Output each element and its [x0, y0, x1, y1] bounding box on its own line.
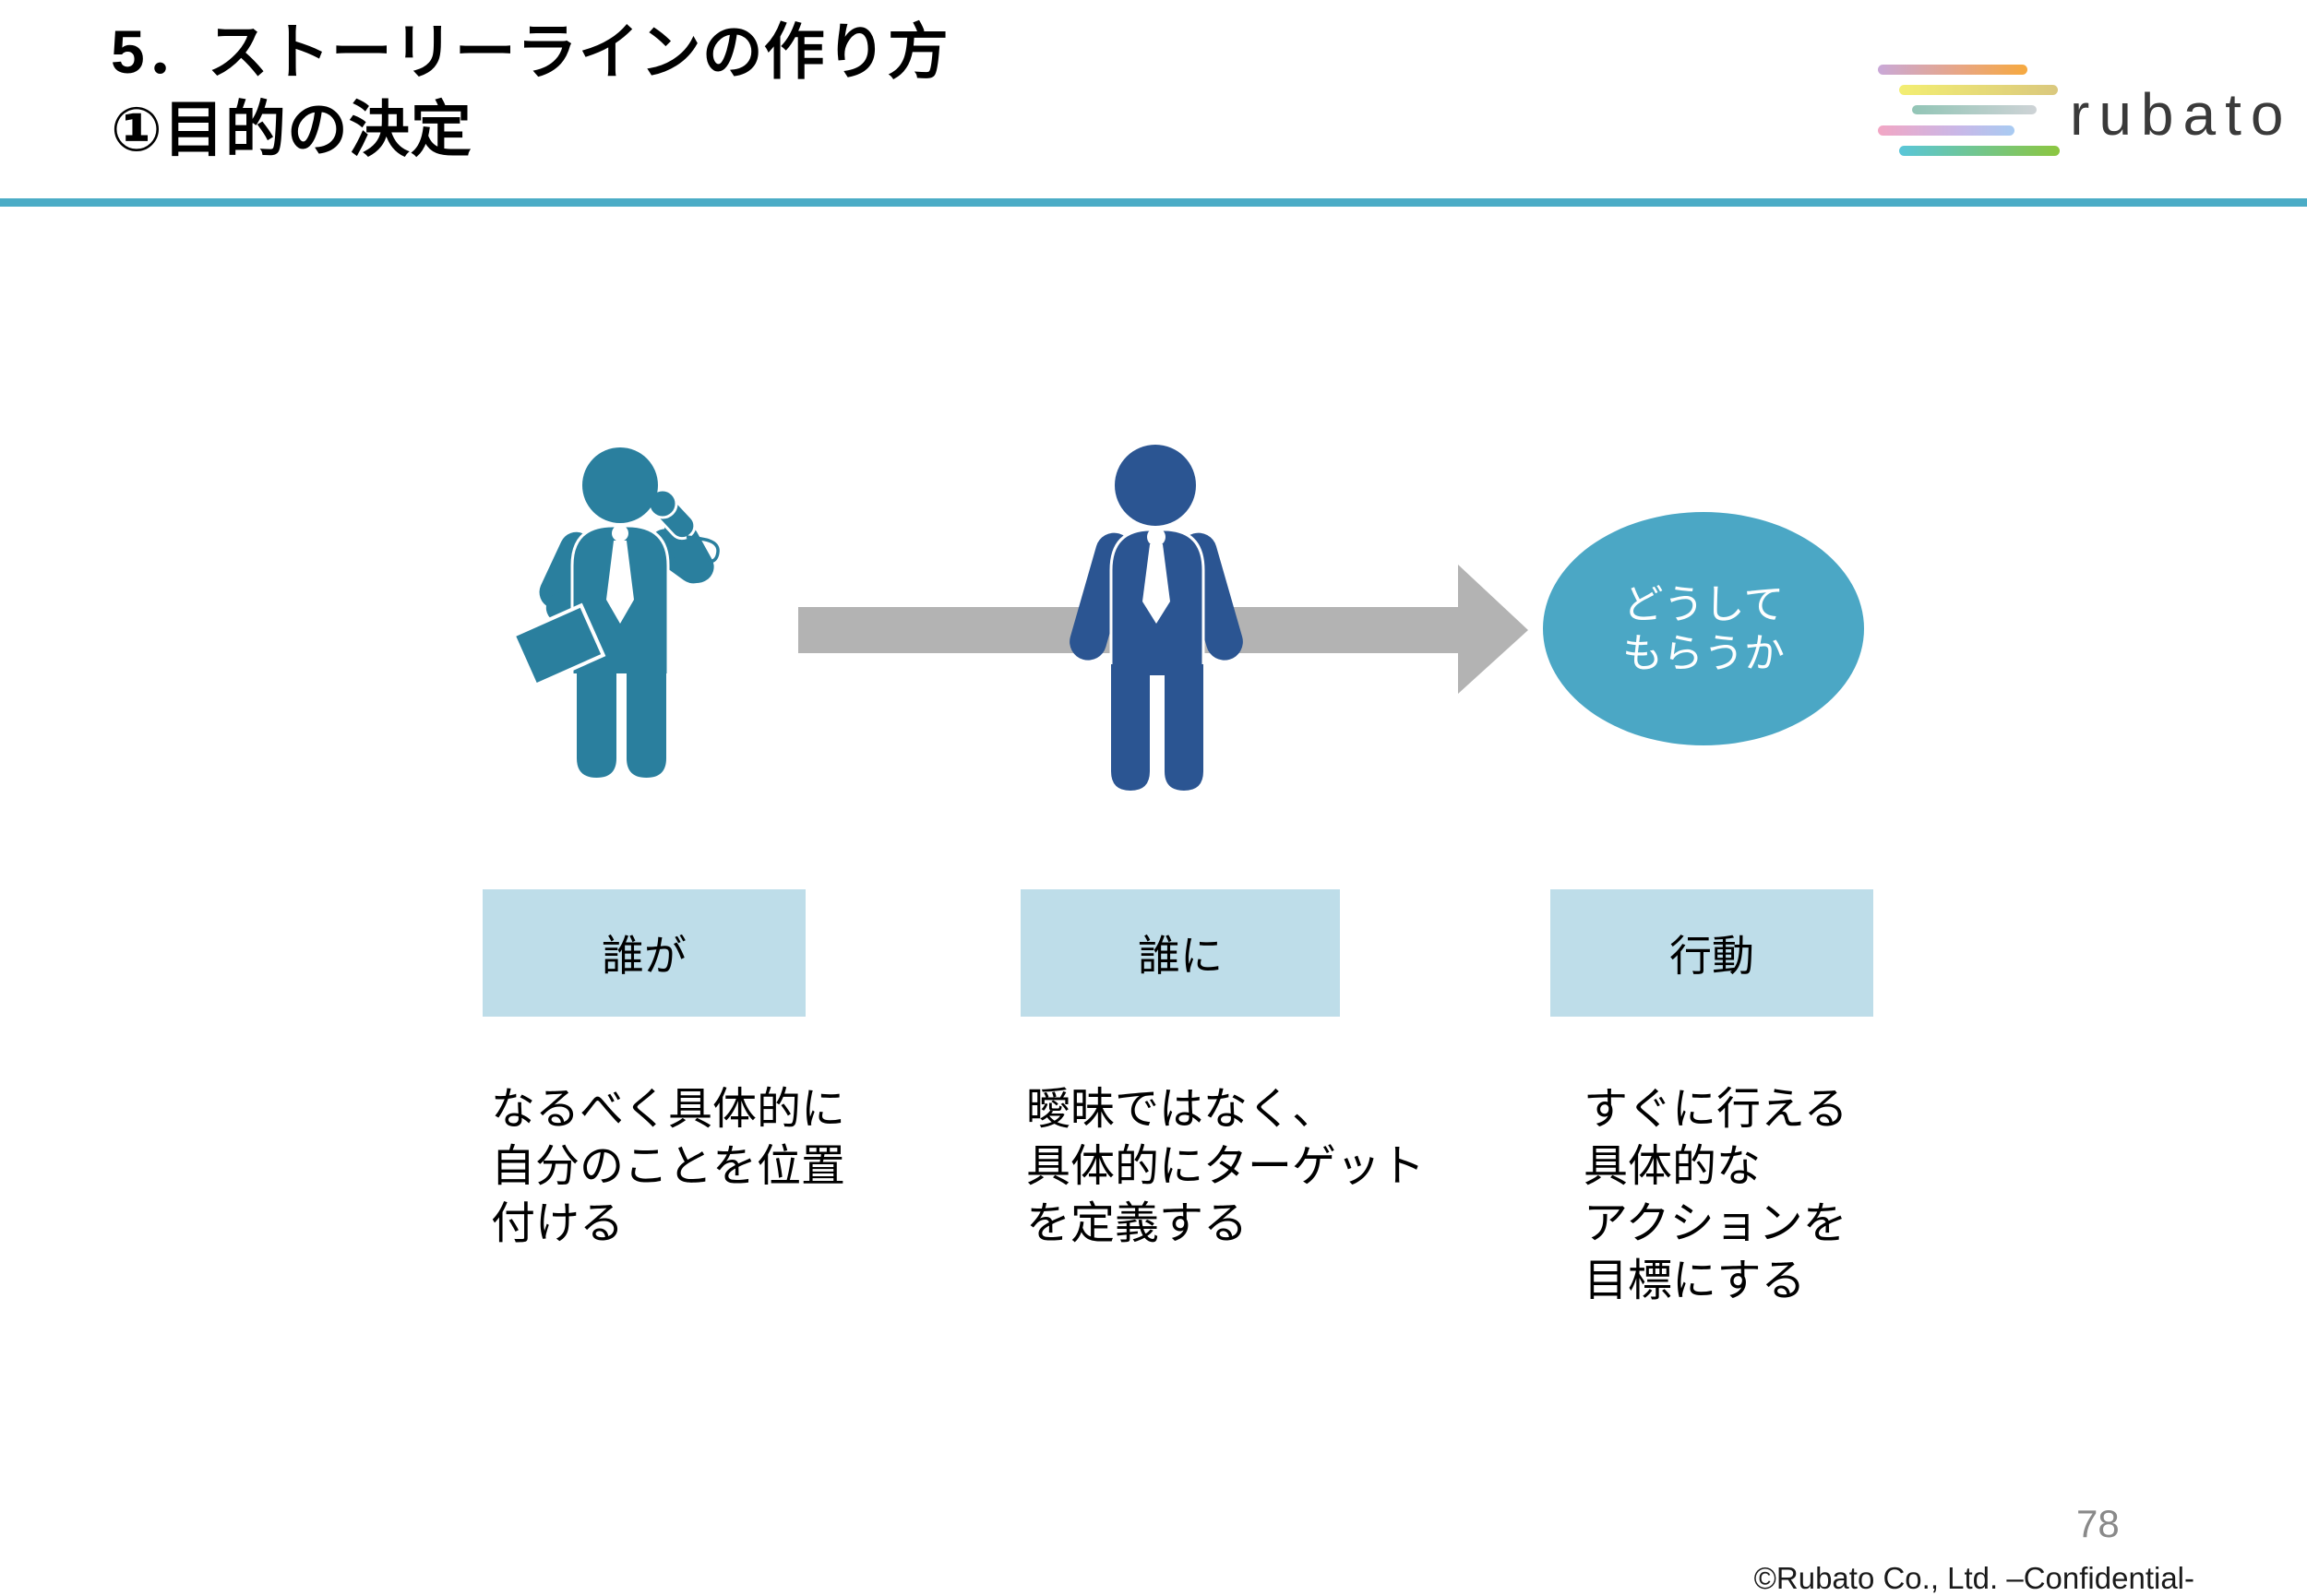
label-box-action: 行動 — [1550, 889, 1873, 1017]
logo-bar-1 — [1878, 65, 2027, 75]
label-box-who: 誰が — [483, 889, 806, 1017]
label-box-to-whom: 誰に — [1021, 889, 1340, 1017]
description-to-whom: 曖昧ではなく、 具体的にターゲット を定義する — [1026, 1085, 1426, 1248]
label-box-action-text: 行動 — [1669, 932, 1754, 980]
description-action: すぐに行える 具体的な アクションを 目標にする — [1584, 1085, 1848, 1305]
header-divider — [0, 198, 2307, 207]
logo-bar-5 — [1899, 146, 2060, 156]
description-who: なるべく具体的に 自分のことを位置 付ける — [491, 1085, 846, 1248]
businessman-with-microphone-icon — [511, 447, 720, 778]
page-title: 5．ストーリーラインの作り方 ①目的の決定 — [111, 13, 950, 168]
goal-ellipse: どうして もらうか — [1543, 512, 1864, 745]
rubato-logo-text: rubato — [2070, 81, 2293, 148]
label-box-who-text: 誰が — [602, 932, 687, 980]
page-title-line2: ①目的の決定 — [111, 95, 472, 163]
label-box-to-whom-text: 誰に — [1138, 932, 1223, 980]
rubato-logo: rubato — [1873, 55, 2289, 166]
businessman-standing-icon — [1070, 445, 1243, 791]
goal-ellipse-label: どうして もらうか — [1622, 581, 1785, 676]
page-number: 78 — [2076, 1502, 2120, 1545]
logo-bar-2 — [1899, 85, 2058, 95]
logo-bar-3 — [1912, 105, 2037, 114]
copyright-notice: ©Rubato Co., Ltd. –Confidential- — [1753, 1561, 2194, 1595]
page-title-line1: 5．ストーリーラインの作り方 — [111, 18, 950, 86]
logo-bar-4 — [1878, 125, 2014, 136]
